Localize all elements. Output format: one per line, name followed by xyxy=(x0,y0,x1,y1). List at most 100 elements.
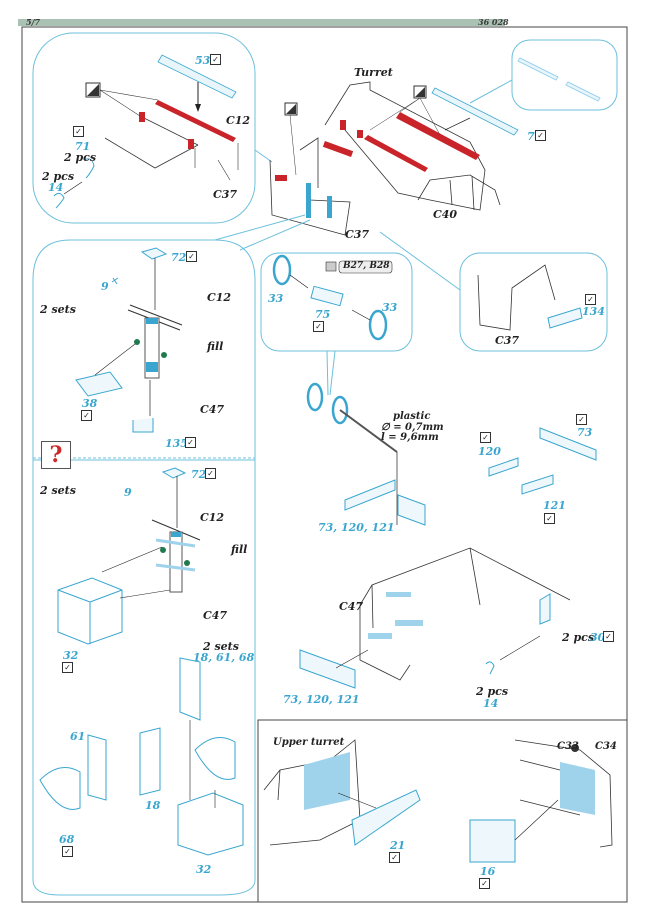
check-icon[interactable]: ✓ xyxy=(62,846,73,857)
upper-turret xyxy=(263,739,361,846)
callout-top-left xyxy=(32,32,256,224)
label-c37-main: C37 xyxy=(345,228,370,241)
fill-label: fill xyxy=(231,543,248,556)
part-53-label: 53 xyxy=(195,54,211,67)
part-38-label: 38 xyxy=(82,397,98,410)
upper-turret-title: Upper turret xyxy=(273,737,345,748)
label-c33: C33 xyxy=(557,741,579,752)
fill-dot xyxy=(134,339,140,345)
remove-label: B27, B28 xyxy=(343,261,390,271)
fill-label: fill xyxy=(207,340,224,353)
part-72-label: 72 xyxy=(191,468,207,481)
part-134-label: 134 xyxy=(582,305,605,318)
part-9-label: 9 xyxy=(101,280,109,293)
part-7-label: 7 xyxy=(527,130,535,143)
turret-drawing xyxy=(269,81,501,236)
help-icon[interactable]: ? xyxy=(41,441,71,469)
part-32-label: 32 xyxy=(63,649,79,662)
part-30 xyxy=(539,593,551,625)
sets-label: 2 sets xyxy=(40,303,76,316)
part-61-label: 61 xyxy=(70,730,86,743)
check-icon[interactable]: ✓ xyxy=(603,631,614,642)
set-a-drawing xyxy=(75,247,183,433)
part-16 xyxy=(469,819,516,863)
part-73-label: 73 xyxy=(577,426,593,439)
spool-disc xyxy=(272,254,292,286)
part-30-label: 30 xyxy=(590,631,606,644)
check-icon[interactable]: ✓ xyxy=(585,294,596,305)
check-icon[interactable]: ✓ xyxy=(73,126,84,137)
check-icon[interactable]: ✓ xyxy=(389,852,400,863)
check-icon[interactable]: ✓ xyxy=(313,321,324,332)
part-21-label: 21 xyxy=(390,839,406,852)
label-c34: C34 xyxy=(595,741,617,752)
bracket-assembly xyxy=(299,427,597,689)
part-18-label: 18 xyxy=(145,799,161,812)
hull-c47 xyxy=(359,547,571,681)
callout-c37 xyxy=(459,252,608,352)
part-71-label: 71 xyxy=(75,140,91,153)
check-icon[interactable]: ✓ xyxy=(185,437,196,448)
symmetry-icon xyxy=(571,744,579,752)
label-c47-hull: C47 xyxy=(339,600,364,613)
qty-14: 2 pcs xyxy=(476,685,509,698)
red-rail-turret xyxy=(364,135,428,172)
qty-71: 2 pcs xyxy=(64,151,97,164)
label-c37-detail: C37 xyxy=(495,334,520,347)
fill-dot xyxy=(184,560,190,566)
part-14 xyxy=(53,192,65,209)
check-icon[interactable]: ✓ xyxy=(479,878,490,889)
part-53-strip xyxy=(157,54,237,99)
callout-top-right xyxy=(511,39,618,111)
part-68-label: 68 xyxy=(59,833,75,846)
check-icon[interactable]: ✓ xyxy=(62,662,73,673)
plate-outline xyxy=(104,137,199,169)
plastic-title: plastic xyxy=(393,411,431,422)
part-32-label: 32 xyxy=(196,863,212,876)
check-icon[interactable]: ✓ xyxy=(544,513,555,524)
part-14 xyxy=(485,661,495,675)
label-c47: C47 xyxy=(200,403,225,416)
part-120-label: 120 xyxy=(478,445,501,458)
sets-label: 2 sets xyxy=(40,484,76,497)
callout-left-bottom xyxy=(32,458,256,896)
blue-strip xyxy=(306,183,311,218)
part-14-label: 14 xyxy=(483,697,499,710)
box-assembly xyxy=(39,657,244,856)
part-72-label: 72 xyxy=(171,251,187,264)
inset-frame xyxy=(257,719,627,902)
check-icon[interactable]: ✓ xyxy=(186,251,197,262)
kit-code: 36 028 xyxy=(478,17,509,27)
part-75-label: 75 xyxy=(315,308,331,321)
remove-icon xyxy=(325,261,337,272)
check-icon[interactable]: ✓ xyxy=(210,54,221,65)
page-number: 5/7 xyxy=(26,17,41,27)
blue-strip xyxy=(327,196,332,218)
check-icon[interactable]: ✓ xyxy=(535,130,546,141)
callout-spool xyxy=(260,252,413,352)
check-icon[interactable]: ✓ xyxy=(81,410,92,421)
check-icon[interactable]: ✓ xyxy=(480,432,491,443)
qty-30: 2 pcs xyxy=(562,631,595,644)
label-c40: C40 xyxy=(433,208,458,221)
check-icon[interactable]: ✓ xyxy=(576,414,587,425)
label-c47: C47 xyxy=(203,609,228,622)
assembly-parts-label: 73, 120, 121 xyxy=(283,693,360,706)
red-rail xyxy=(155,100,236,142)
part-33-label: 33 xyxy=(382,301,398,314)
set-b-drawing xyxy=(57,467,201,645)
part-71 xyxy=(83,158,95,179)
check-icon[interactable]: ✓ xyxy=(205,468,216,479)
header-bar xyxy=(18,19,505,26)
part-135-label: 135 xyxy=(165,437,188,450)
red-part xyxy=(275,175,287,181)
parts-list: 18, 61, 68 xyxy=(193,651,255,664)
part-9-label: 9 xyxy=(124,486,132,499)
qty-14: 2 pcs xyxy=(42,170,75,183)
part-121-label: 121 xyxy=(543,499,566,512)
spool-disc xyxy=(368,309,388,341)
page-frame xyxy=(21,26,628,903)
part-33-label: 33 xyxy=(268,292,284,305)
part-16-label: 16 xyxy=(480,865,496,878)
